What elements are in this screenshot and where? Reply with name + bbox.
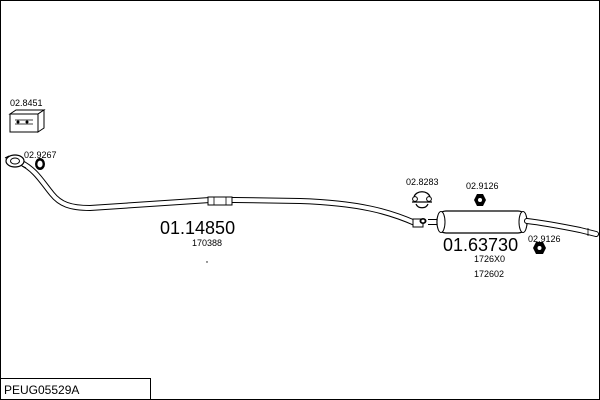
rear-silencer-shape[interactable] — [428, 210, 599, 237]
oe-number-front-pipe: 170388 — [192, 238, 222, 248]
oe-number-rear-silencer-2: 172602 — [474, 269, 504, 279]
part-label-front-pipe: 01.14850 — [160, 218, 235, 238]
part-label-rear-silencer: 01.63730 — [443, 235, 518, 255]
system-code: PEUG05529A — [4, 383, 79, 397]
part-label-gasket: 02.9267 — [24, 150, 57, 160]
mounting-kit-box-icon[interactable] — [8, 109, 46, 133]
connector-ring-icon[interactable] — [419, 218, 427, 224]
clamp-icon[interactable] — [412, 191, 432, 209]
manifold-flange-icon[interactable] — [4, 154, 27, 169]
oe-number-rear-silencer-1: 1726X0 — [474, 254, 505, 264]
part-label-hanger-upper: 02.9126 — [466, 181, 499, 191]
part-label-mounting-kit: 02.8451 — [10, 98, 43, 108]
rubber-hanger-icon-upper[interactable] — [474, 194, 486, 206]
part-label-hanger-lower: 02.9126 — [528, 234, 561, 244]
rubber-hanger-icon-lower[interactable] — [533, 242, 546, 254]
part-label-clamp: 02.8283 — [406, 177, 439, 187]
stray-dot — [206, 261, 208, 263]
gasket-ring-icon[interactable] — [35, 158, 45, 170]
